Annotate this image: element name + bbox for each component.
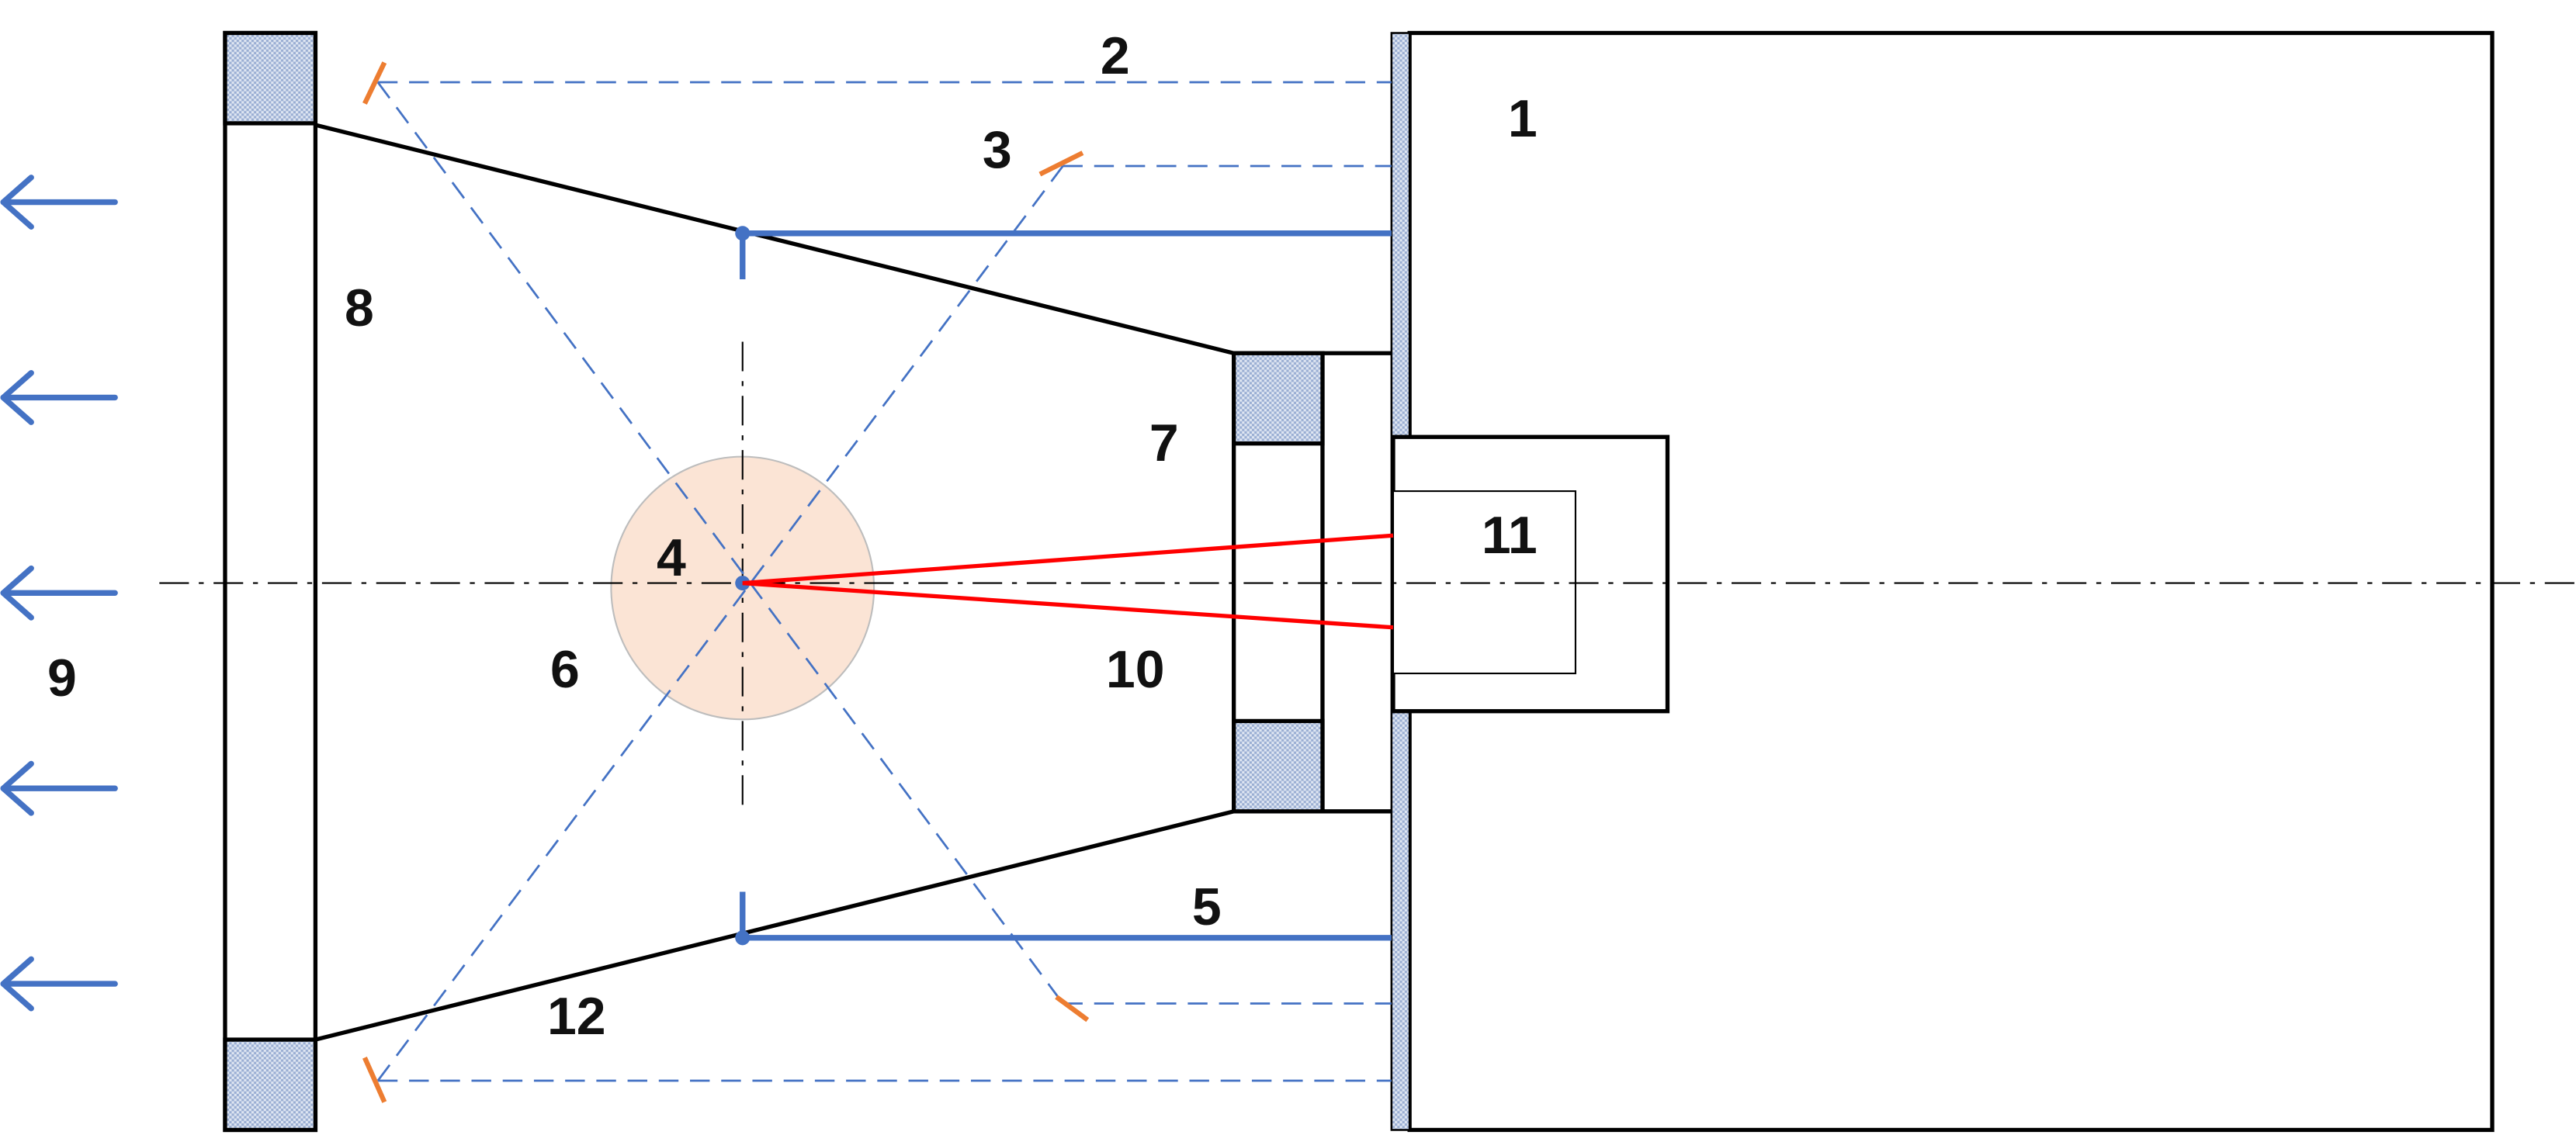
label-12: 12 [547, 987, 606, 1046]
right-plate-top-block [1232, 351, 1325, 446]
rod-joint-top [735, 226, 751, 241]
right-plate-bottom-block [1232, 718, 1325, 814]
label-8: 8 [345, 279, 374, 337]
chamber-wall-bottom [314, 809, 1235, 1042]
left-plate [223, 30, 318, 1133]
arrow-left-icon [0, 760, 118, 816]
label-2: 2 [1101, 26, 1130, 85]
arrow-left-icon [0, 175, 118, 230]
support-rods [740, 230, 1392, 941]
red-beam-lower [742, 580, 1394, 630]
label-5: 5 [1192, 877, 1222, 936]
arrow-left-icon [0, 565, 118, 621]
rod-joint-bottom [735, 930, 751, 946]
left-plate-top-block [223, 30, 318, 126]
arrow-left-icon [0, 956, 118, 1012]
label-9: 9 [47, 649, 77, 708]
label-6: 6 [550, 640, 580, 699]
chamber-wall-top [314, 123, 1235, 355]
flow-arrows [0, 175, 118, 1012]
label-7: 7 [1149, 414, 1179, 472]
label-3: 3 [983, 120, 1012, 179]
label-10: 10 [1106, 640, 1165, 699]
label-1: 1 [1508, 89, 1538, 148]
label-4: 4 [657, 528, 686, 587]
arrow-left-icon [0, 369, 118, 425]
red-beam-upper [742, 533, 1394, 586]
left-plate-bottom-block [223, 1037, 318, 1133]
mirrors [362, 61, 1090, 1103]
dashed-beam-paths [376, 81, 1392, 1082]
label-11: 11 [1482, 506, 1538, 565]
